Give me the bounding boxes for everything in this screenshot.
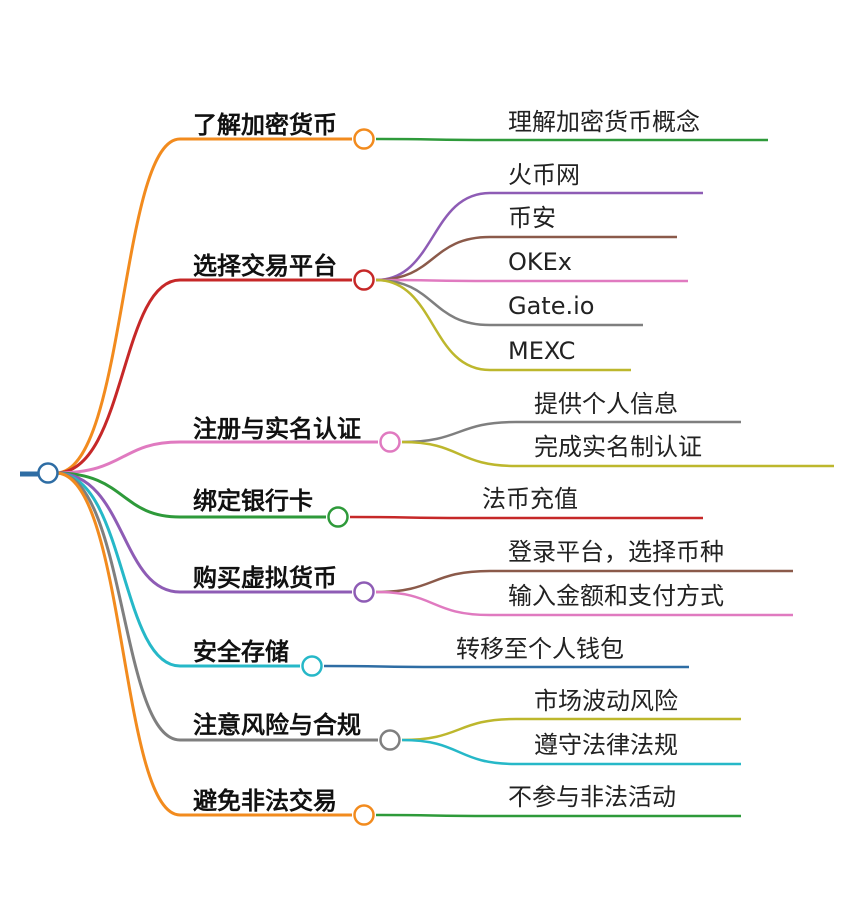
branch-connector: [55, 278, 352, 475]
branch-node[interactable]: [379, 431, 401, 453]
branch-node[interactable]: [353, 128, 375, 150]
leaf-label: 完成实名制认证: [534, 433, 702, 461]
leaf-label: 币安: [508, 204, 556, 232]
connector-layer: [20, 137, 834, 818]
leaf-label: 转移至个人钱包: [456, 635, 624, 663]
root-node[interactable]: [37, 462, 59, 484]
branch-node[interactable]: [327, 506, 349, 528]
leaf-connector: [375, 569, 793, 594]
leaf-connector: [323, 664, 689, 669]
leaf-label: 不参与非法活动: [508, 783, 676, 811]
leaf-connector: [401, 717, 741, 742]
branch-node[interactable]: [301, 655, 323, 677]
branch-connector: [55, 440, 378, 475]
leaf-connector: [375, 137, 768, 142]
leaf-label: OKEx: [508, 248, 572, 276]
branch-connector: [55, 471, 352, 817]
leaf-connector: [401, 440, 834, 468]
branch-label: 注意风险与合规: [193, 711, 361, 739]
leaf-label: 登录平台，选择币种: [508, 538, 724, 566]
leaf-connector: [375, 235, 677, 282]
leaf-label: 输入金额和支付方式: [508, 582, 724, 610]
leaf-label: 提供个人信息: [534, 390, 678, 418]
leaf-connector: [401, 420, 741, 444]
leaf-label: 法币充值: [482, 485, 578, 513]
branch-label: 选择交易平台: [193, 252, 337, 280]
branch-connector: [55, 137, 352, 475]
leaf-label: 遵守法律法规: [534, 731, 678, 759]
leaf-connector: [401, 738, 741, 766]
branch-node[interactable]: [353, 804, 375, 826]
branch-label: 绑定银行卡: [193, 487, 313, 515]
leaf-label: 市场波动风险: [534, 687, 678, 715]
branch-label: 购买虚拟货币: [193, 564, 337, 592]
branch-connector: [55, 471, 352, 594]
leaf-label: 理解加密货币概念: [508, 108, 700, 136]
branch-node[interactable]: [353, 269, 375, 291]
branch-connector: [55, 471, 378, 742]
branch-label: 注册与实名认证: [193, 415, 361, 443]
leaf-connector: [375, 278, 631, 372]
leaf-connector: [349, 515, 703, 520]
leaf-connector: [375, 813, 741, 818]
leaf-connector: [375, 278, 688, 283]
branch-node[interactable]: [379, 729, 401, 751]
leaf-label: 火币网: [508, 161, 580, 189]
branch-label: 了解加密货币: [193, 111, 337, 139]
branch-label: 避免非法交易: [193, 787, 337, 815]
leaf-connector: [375, 191, 703, 282]
branch-label: 安全存储: [193, 638, 289, 666]
leaf-label: Gate.io: [508, 292, 594, 320]
leaf-label: MEXC: [508, 337, 575, 365]
leaf-connector: [375, 278, 643, 327]
branch-connector: [55, 471, 300, 668]
branch-connector: [55, 471, 326, 519]
leaf-connector: [375, 590, 793, 617]
branch-node[interactable]: [353, 581, 375, 603]
